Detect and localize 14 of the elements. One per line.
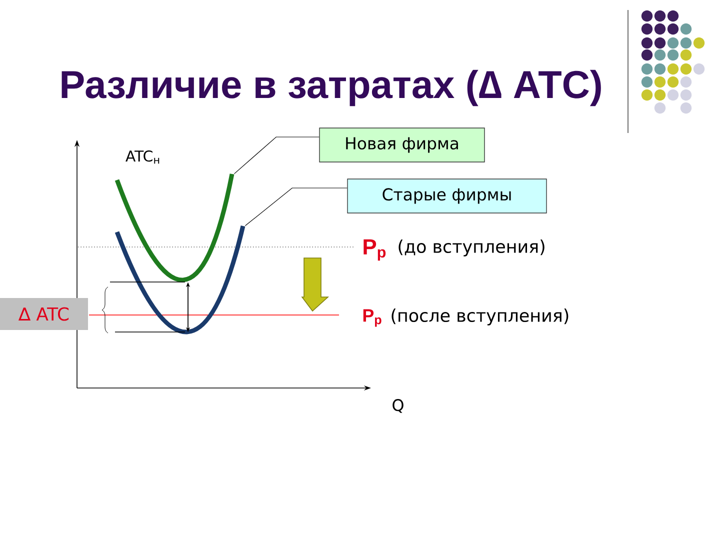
price-label: P$_{p}$: [364, 239, 386, 261]
title: Различие в затратах (∆ ATC): [62, 70, 601, 106]
price-label: P$_{p}$: [363, 309, 382, 327]
axis-label: Q: [392, 399, 404, 413]
text-box: Старые фирмы: [347, 178, 547, 214]
line-label: (до вступления): [398, 240, 544, 256]
leader-line: [244, 188, 348, 226]
curve-label: ATC$_{н}$: [126, 150, 160, 164]
text-box: Новая фирма: [319, 128, 485, 162]
cost-curve: [114, 174, 234, 282]
leader-line: [234, 136, 320, 174]
text-box: ∆ ATC: [0, 298, 88, 330]
line-label: (после вступления): [392, 308, 568, 326]
cost-curve: [114, 225, 246, 334]
